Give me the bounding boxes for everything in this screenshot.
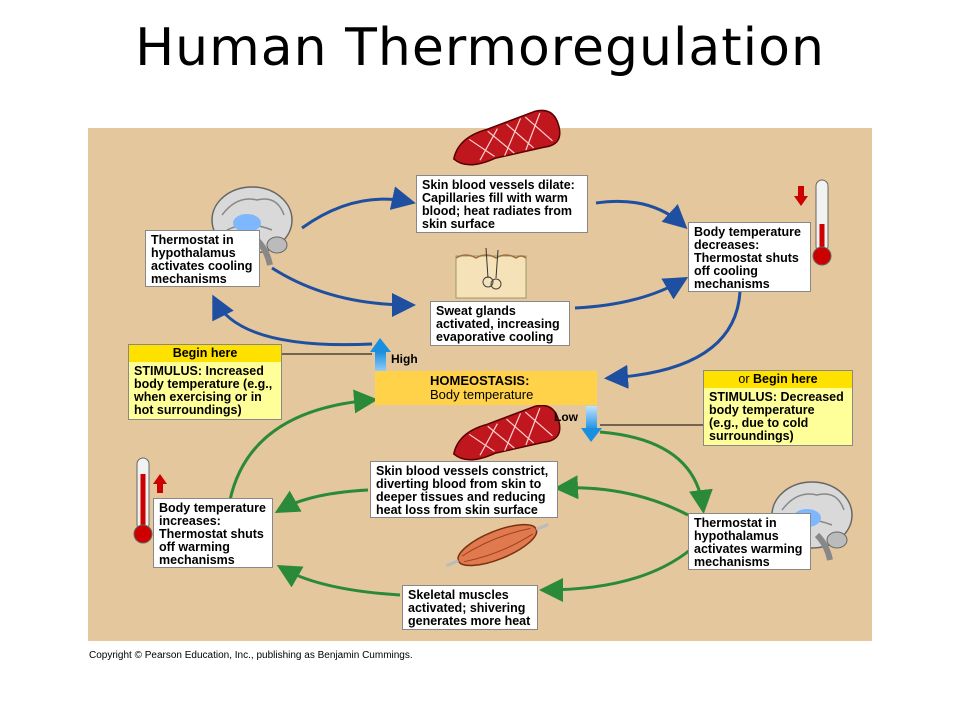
blood-vessel-icon <box>452 404 561 461</box>
thermometer-up-arrow-icon <box>153 474 167 493</box>
warming-loop-arrows <box>228 389 713 602</box>
box-skeletal-muscles: Skeletal muscles activated; shivering ge… <box>402 585 538 630</box>
arrow-dilate-to-decrease <box>595 199 688 230</box>
arrow-increase-to-homeostasis <box>228 389 378 501</box>
arrow-decrease-to-homeostasis <box>604 291 742 389</box>
thermometer-down-arrow-icon <box>794 186 808 206</box>
arrow-low-to-thermostat <box>599 430 713 514</box>
or-label: or <box>738 372 750 386</box>
begin-here-label: Begin here <box>129 345 281 362</box>
arrow-thermostat-to-sweat <box>271 266 416 317</box>
begin-here-label: Begin here <box>753 372 818 386</box>
stimulus-decreased-text: STIMULUS: Decreased body temperature (e.… <box>709 390 844 443</box>
low-label: Low <box>554 410 578 424</box>
stimulus-increased-box: Begin here STIMULUS: Increased body temp… <box>128 344 282 420</box>
box-thermostat-cooling: Thermostat in hypothalamus activates coo… <box>145 230 260 287</box>
box-body-temp-decreases: Body temperature decreases: Thermostat s… <box>688 222 811 292</box>
arrow-shiver-to-increase <box>276 564 401 597</box>
up-arrow-icon <box>370 338 391 378</box>
box-skin-vessels-dilate: Skin blood vessels dilate: Capillaries f… <box>416 175 588 233</box>
box-thermostat-warming: Thermostat in hypothalamus activates war… <box>688 513 811 570</box>
slide-title: Human Thermoregulation <box>135 18 825 78</box>
homeostasis-box: HOMEOSTASIS: Body temperature <box>375 371 597 405</box>
arrow-thermostat-to-constrict <box>554 475 689 517</box>
arrow-constrict-to-increase <box>274 488 369 513</box>
homeostasis-label: HOMEOSTASIS: <box>430 373 530 388</box>
high-label: High <box>391 352 418 366</box>
arrow-thermostat-to-dilate <box>301 186 416 230</box>
thermometer-icon <box>812 179 832 266</box>
thermometer-icon <box>133 457 153 544</box>
arrow-stimulus-to-thermostat <box>212 294 373 347</box>
sweat-gland-icon <box>455 247 527 299</box>
begin-here-header: or Begin here <box>704 371 852 388</box>
cooling-loop-arrows <box>212 186 742 389</box>
copyright-text: Copyright © Pearson Education, Inc., pub… <box>89 650 413 661</box>
arrow-sweat-to-decrease <box>574 276 689 310</box>
blood-vessel-icon <box>452 109 561 166</box>
down-arrow-icon <box>581 406 602 442</box>
box-body-temp-increases: Body temperature increases: Thermostat s… <box>153 498 273 568</box>
arrow-thermostat-to-shiver <box>539 548 691 602</box>
box-skin-vessels-constrict: Skin blood vessels constrict, diverting … <box>370 461 558 518</box>
box-sweat-glands: Sweat glands activated, increasing evapo… <box>430 301 570 346</box>
stimulus-decreased-box: or Begin here STIMULUS: Decreased body t… <box>703 370 853 446</box>
muscle-icon <box>445 523 549 568</box>
homeostasis-sub: Body temperature <box>430 387 534 402</box>
stimulus-increased-text: STIMULUS: Increased body temperature (e.… <box>134 364 273 417</box>
